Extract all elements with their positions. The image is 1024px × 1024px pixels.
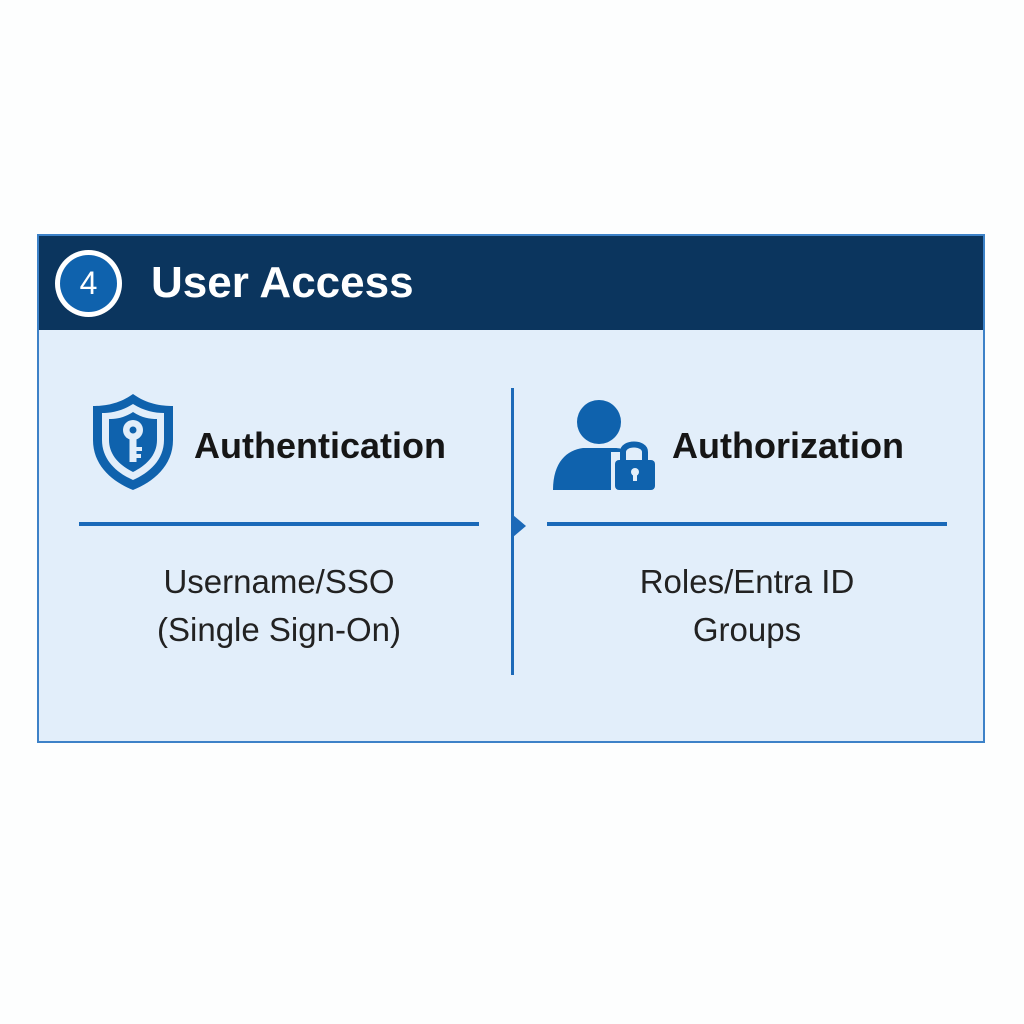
step-number: 4 xyxy=(60,255,117,312)
authorization-description: Roles/Entra ID Groups xyxy=(547,558,947,654)
user-lock-icon xyxy=(553,392,657,497)
authorization-description-line-1: Roles/Entra ID xyxy=(639,563,855,600)
authentication-description-line-1: Username/SSO xyxy=(163,563,395,600)
authentication-description-line-2: (Single Sign-On) xyxy=(157,611,401,648)
shield-key-icon xyxy=(91,392,175,497)
card-header: 4 User Access xyxy=(39,236,983,330)
card-title: User Access xyxy=(151,258,414,307)
authentication-column: Authentication Username/SSO (Single Sign… xyxy=(79,388,479,688)
authorization-rule xyxy=(547,522,947,526)
user-access-card: 4 User Access Authentication Username/SS… xyxy=(37,234,985,743)
divider-arrow-icon xyxy=(513,515,526,537)
authorization-heading: Authorization xyxy=(672,425,904,466)
authentication-rule xyxy=(79,522,479,526)
authorization-description-line-2: Groups xyxy=(692,611,802,648)
column-divider xyxy=(511,388,514,675)
step-badge: 4 xyxy=(55,250,122,317)
authentication-description: Username/SSO (Single Sign-On) xyxy=(79,558,479,654)
authentication-heading: Authentication xyxy=(194,425,446,466)
authorization-column: Authorization Roles/Entra ID Groups xyxy=(547,388,947,688)
